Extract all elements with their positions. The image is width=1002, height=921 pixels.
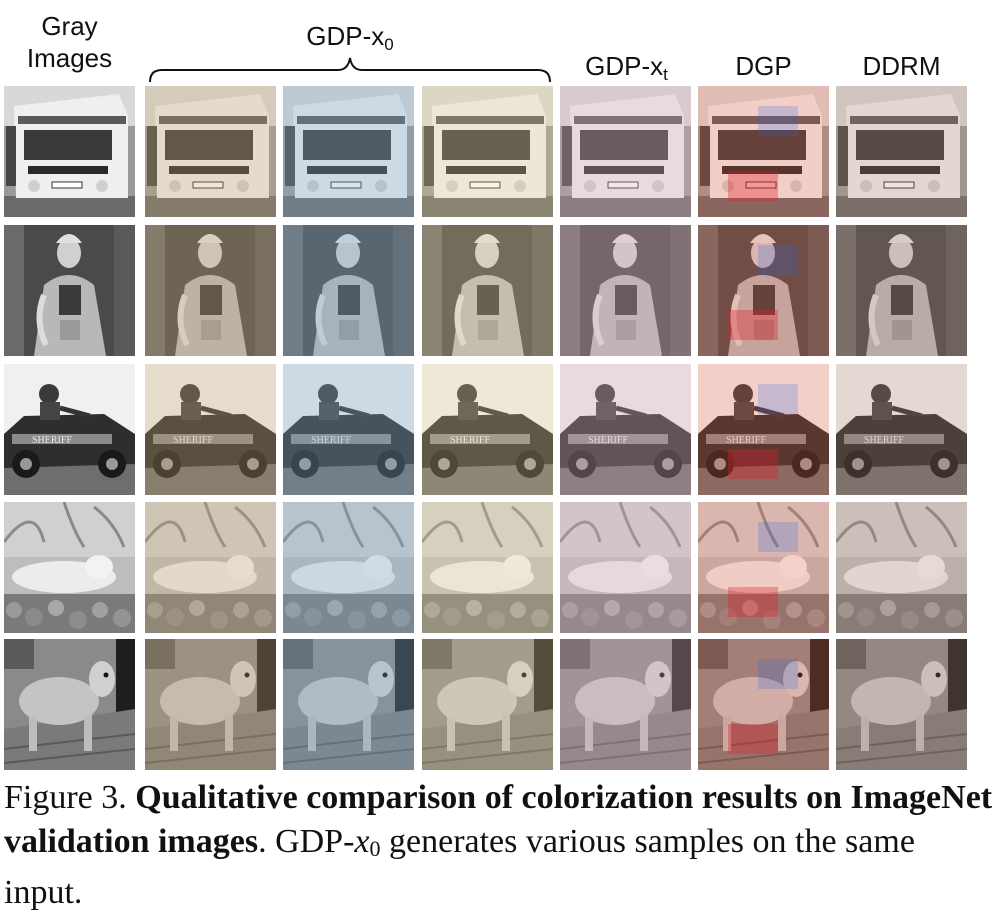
image-cell: SHERIFF bbox=[836, 364, 967, 495]
image-thumbnail bbox=[422, 225, 553, 356]
image-cell: SHERIFF bbox=[283, 364, 414, 495]
image-thumbnail bbox=[145, 86, 276, 217]
image-thumbnail bbox=[836, 639, 967, 770]
header-gdp-x0-sub: 0 bbox=[384, 35, 394, 54]
image-cell bbox=[698, 639, 829, 770]
image-thumbnail: SHERIFF bbox=[422, 364, 553, 495]
figure-caption: Figure 3. Qualitative comparison of colo… bbox=[4, 776, 998, 915]
image-thumbnail bbox=[698, 86, 829, 217]
image-thumbnail bbox=[283, 502, 414, 633]
image-cell bbox=[4, 502, 135, 633]
header-gray-images: Gray Images bbox=[4, 10, 135, 74]
image-cell bbox=[422, 502, 553, 633]
image-cell bbox=[4, 225, 135, 356]
caption-math-var: x bbox=[354, 823, 370, 860]
svg-text:SHERIFF: SHERIFF bbox=[450, 435, 490, 446]
image-cell: SHERIFF bbox=[4, 364, 135, 495]
image-cell: SHERIFF bbox=[145, 364, 276, 495]
image-thumbnail bbox=[698, 225, 829, 356]
svg-text:SHERIFF: SHERIFF bbox=[864, 435, 904, 446]
image-cell: SHERIFF bbox=[422, 364, 553, 495]
caption-rest: generates various samples on the same in… bbox=[4, 823, 915, 911]
image-thumbnail bbox=[283, 639, 414, 770]
caption-after-bold: . GDP- bbox=[258, 823, 355, 860]
image-cell bbox=[836, 225, 967, 356]
gdp-x0-brace bbox=[149, 57, 551, 83]
image-cell bbox=[560, 225, 691, 356]
header-gray-line2: Images bbox=[26, 43, 113, 73]
image-thumbnail bbox=[836, 502, 967, 633]
image-thumbnail bbox=[698, 639, 829, 770]
image-cell bbox=[560, 502, 691, 633]
image-thumbnail bbox=[4, 225, 135, 356]
image-cell bbox=[145, 225, 276, 356]
image-cell bbox=[283, 225, 414, 356]
caption-math-sub: 0 bbox=[369, 836, 381, 861]
image-cell bbox=[836, 502, 967, 633]
image-thumbnail bbox=[422, 86, 553, 217]
image-cell bbox=[560, 86, 691, 217]
caption-bold-title: Qualitative comparison of colorization r… bbox=[4, 779, 993, 860]
image-cell: SHERIFF bbox=[698, 364, 829, 495]
image-thumbnail bbox=[422, 639, 553, 770]
image-cell bbox=[145, 639, 276, 770]
image-thumbnail bbox=[4, 502, 135, 633]
header-gdp-xt-sub: t bbox=[663, 65, 668, 84]
image-cell bbox=[145, 86, 276, 217]
image-thumbnail bbox=[145, 639, 276, 770]
image-cell bbox=[698, 225, 829, 356]
image-thumbnail bbox=[698, 502, 829, 633]
svg-text:SHERIFF: SHERIFF bbox=[588, 435, 628, 446]
svg-text:SHERIFF: SHERIFF bbox=[173, 435, 213, 446]
caption-label: Figure 3. bbox=[4, 779, 127, 816]
svg-text:SHERIFF: SHERIFF bbox=[311, 435, 351, 446]
header-dgp: DGP bbox=[735, 51, 792, 81]
image-cell bbox=[4, 86, 135, 217]
image-thumbnail bbox=[560, 502, 691, 633]
header-gray-line1: Gray bbox=[41, 11, 98, 41]
svg-text:SHERIFF: SHERIFF bbox=[726, 435, 766, 446]
header-gdp-x0-base: GDP-x bbox=[306, 21, 385, 51]
image-cell bbox=[698, 86, 829, 217]
image-cell bbox=[283, 639, 414, 770]
image-cell bbox=[422, 86, 553, 217]
header-ddrm: DDRM bbox=[862, 51, 941, 81]
image-thumbnail bbox=[560, 86, 691, 217]
image-thumbnail: SHERIFF bbox=[145, 364, 276, 495]
image-thumbnail bbox=[283, 86, 414, 217]
image-thumbnail bbox=[560, 225, 691, 356]
image-thumbnail: SHERIFF bbox=[836, 364, 967, 495]
image-thumbnail bbox=[145, 225, 276, 356]
image-thumbnail: SHERIFF bbox=[4, 364, 135, 495]
image-cell bbox=[4, 639, 135, 770]
svg-text:SHERIFF: SHERIFF bbox=[32, 435, 72, 446]
image-thumbnail: SHERIFF bbox=[698, 364, 829, 495]
image-thumbnail bbox=[560, 639, 691, 770]
image-cell bbox=[422, 639, 553, 770]
header-gdp-xt: GDP-xt bbox=[556, 50, 697, 91]
header-gdp-xt-base: GDP-x bbox=[585, 51, 664, 81]
image-cell bbox=[698, 502, 829, 633]
header-gdp-x0: GDP-x0 bbox=[250, 20, 450, 61]
image-thumbnail bbox=[283, 225, 414, 356]
image-thumbnail: SHERIFF bbox=[283, 364, 414, 495]
image-cell bbox=[145, 502, 276, 633]
image-cell bbox=[560, 639, 691, 770]
image-cell bbox=[836, 86, 967, 217]
image-cell bbox=[422, 225, 553, 356]
image-cell bbox=[836, 639, 967, 770]
image-cell: SHERIFF bbox=[560, 364, 691, 495]
image-thumbnail bbox=[836, 86, 967, 217]
image-thumbnail bbox=[145, 502, 276, 633]
image-cell bbox=[283, 86, 414, 217]
image-cell bbox=[283, 502, 414, 633]
image-thumbnail bbox=[836, 225, 967, 356]
image-thumbnail bbox=[4, 639, 135, 770]
image-thumbnail bbox=[4, 86, 135, 217]
image-thumbnail bbox=[422, 502, 553, 633]
image-thumbnail: SHERIFF bbox=[560, 364, 691, 495]
